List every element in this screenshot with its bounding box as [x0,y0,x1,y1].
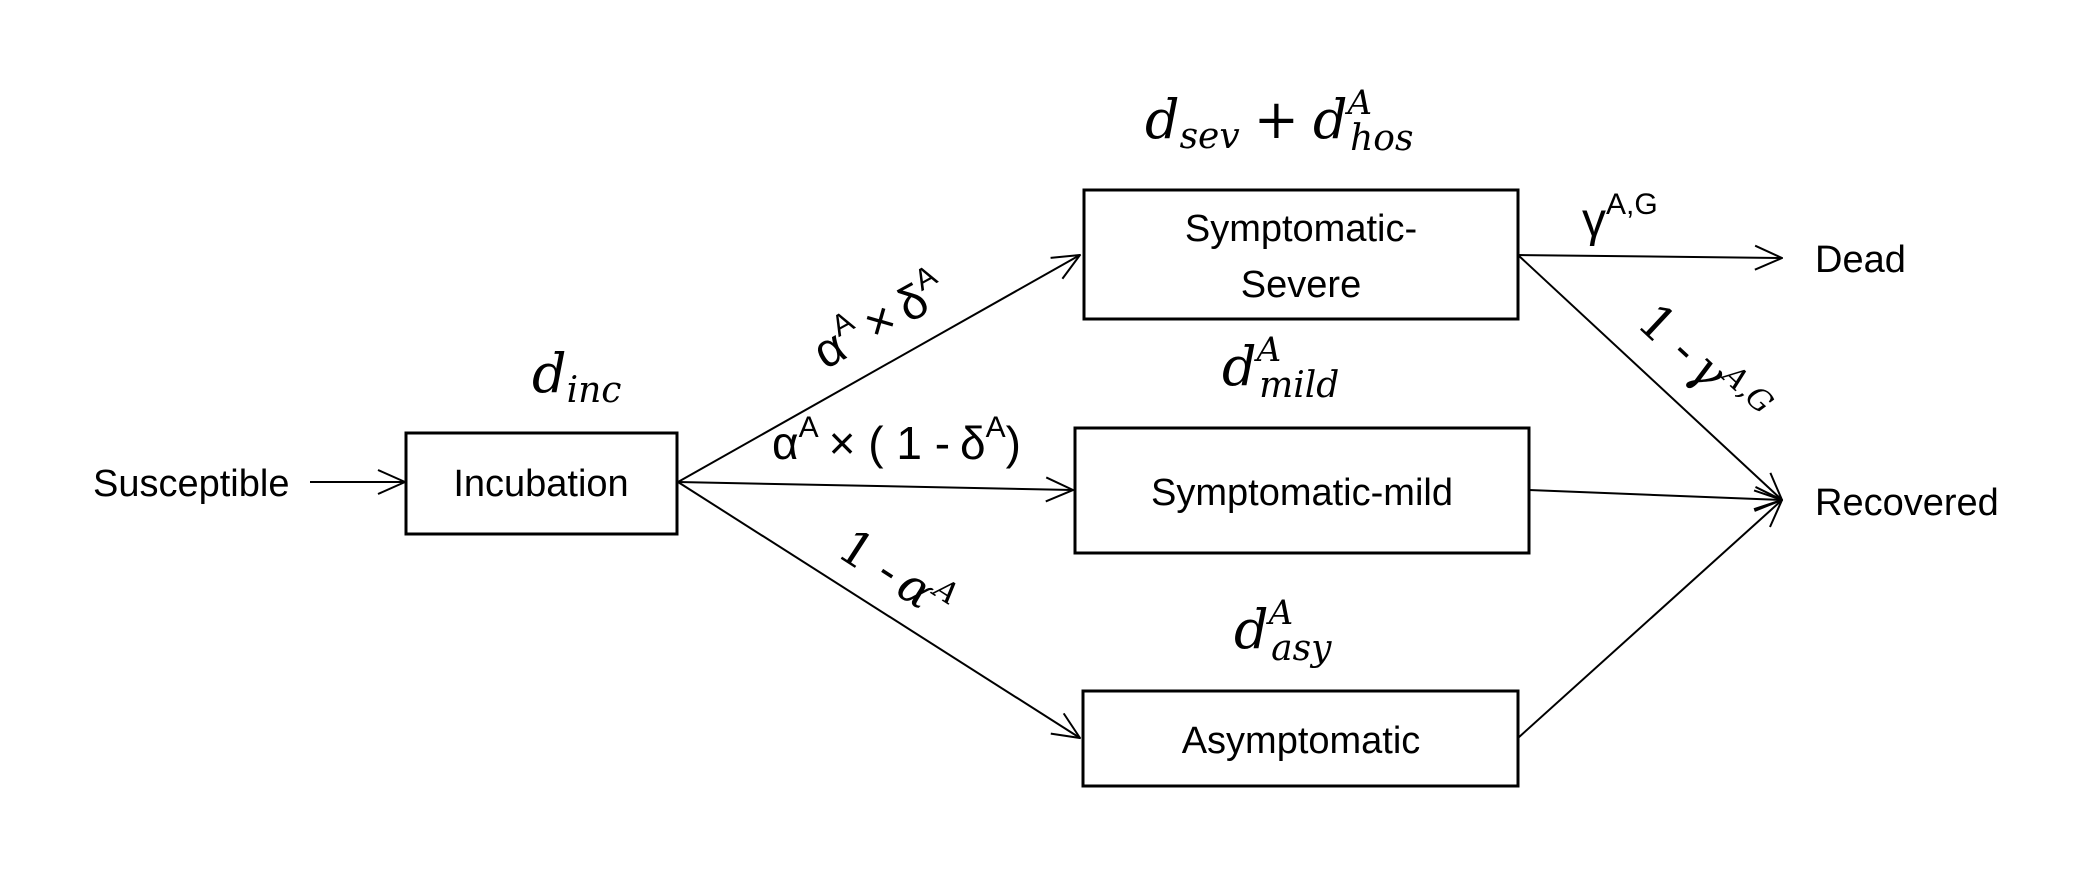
edge-label-to-asymptomatic: 1 -αA [828,516,964,633]
edge-incubation-asymptomatic [677,481,1080,738]
incubation-label: Incubation [453,463,628,505]
mild-label: Symptomatic-mild [1151,472,1453,514]
severe-label-line1: Symptomatic- [1185,208,1417,250]
edge-asymptomatic-recovered [1517,500,1782,739]
dead-label: Dead [1815,239,1906,281]
edge-incubation-mild [677,482,1073,490]
mild-box [1073,426,1531,555]
severe-label-line2: Severe [1241,264,1361,306]
asymptomatic-box [1081,689,1520,788]
edge-mild-recovered [1528,490,1782,500]
edge-label-to-recovered: 1 -γA,G [1627,291,1780,439]
asymptomatic-label: Asymptomatic [1182,720,1421,762]
duration-incubation: dinc [532,342,621,411]
recovered-label: Recovered [1815,482,1999,524]
edge-label-to-dead: γA,G [1582,188,1658,247]
severe-box [1082,188,1520,321]
edge-incubation-severe [677,255,1080,483]
incubation-box [404,431,679,536]
edge-label-to-mild: αA× ( 1 -δA) [772,411,1021,469]
edge-severe-recovered [1517,254,1782,500]
susceptible-label: Susceptible [93,463,289,505]
edge-label-to-severe: αA×δA [802,259,955,380]
edge-severe-dead [1517,255,1782,258]
